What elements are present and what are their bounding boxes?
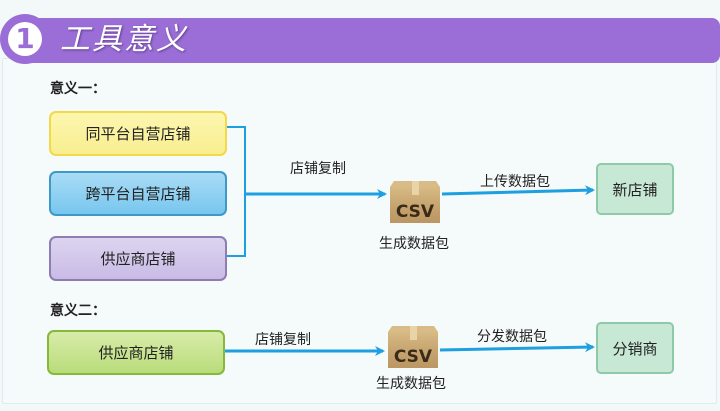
csv-package-icon: CSV [388, 326, 438, 368]
target-new-store: 新店铺 [596, 163, 674, 215]
edge-label-copy-store-2: 店铺复制 [255, 332, 311, 348]
target-label: 新店铺 [612, 180, 658, 199]
package-caption-2: 生成数据包 [376, 376, 446, 392]
source-cross-platform-store: 跨平台自营店铺 [49, 171, 227, 216]
section-1-label: 意义一： [50, 81, 106, 97]
source-label: 跨平台自营店铺 [85, 185, 191, 203]
csv-package-icon: CSV [390, 181, 440, 223]
package-caption-1: 生成数据包 [379, 236, 449, 252]
csv-text: CSV [394, 347, 433, 367]
source-supplier-store-2: 供应商店铺 [47, 330, 225, 375]
section-2-label: 意义二： [50, 303, 106, 319]
arrow-upload [441, 185, 595, 196]
source-label: 供应商店铺 [98, 344, 174, 362]
edge-label-distribute: 分发数据包 [477, 329, 547, 345]
arrow-distribute [439, 342, 595, 353]
bracket-connector [227, 126, 246, 257]
source-same-platform-store: 同平台自营店铺 [49, 111, 227, 156]
source-label: 供应商店铺 [100, 250, 176, 268]
step-badge: 1 [0, 14, 50, 64]
step-number: 1 [8, 22, 42, 56]
target-distributor: 分销商 [596, 322, 674, 374]
source-supplier-store: 供应商店铺 [49, 236, 227, 281]
source-label: 同平台自营店铺 [85, 125, 191, 143]
header-title: 工具意义 [60, 22, 188, 57]
target-label: 分销商 [612, 339, 658, 358]
csv-text: CSV [396, 202, 435, 222]
edge-label-upload: 上传数据包 [480, 174, 550, 190]
edge-label-copy-store-1: 店铺复制 [290, 161, 346, 177]
header-bar [18, 18, 720, 63]
